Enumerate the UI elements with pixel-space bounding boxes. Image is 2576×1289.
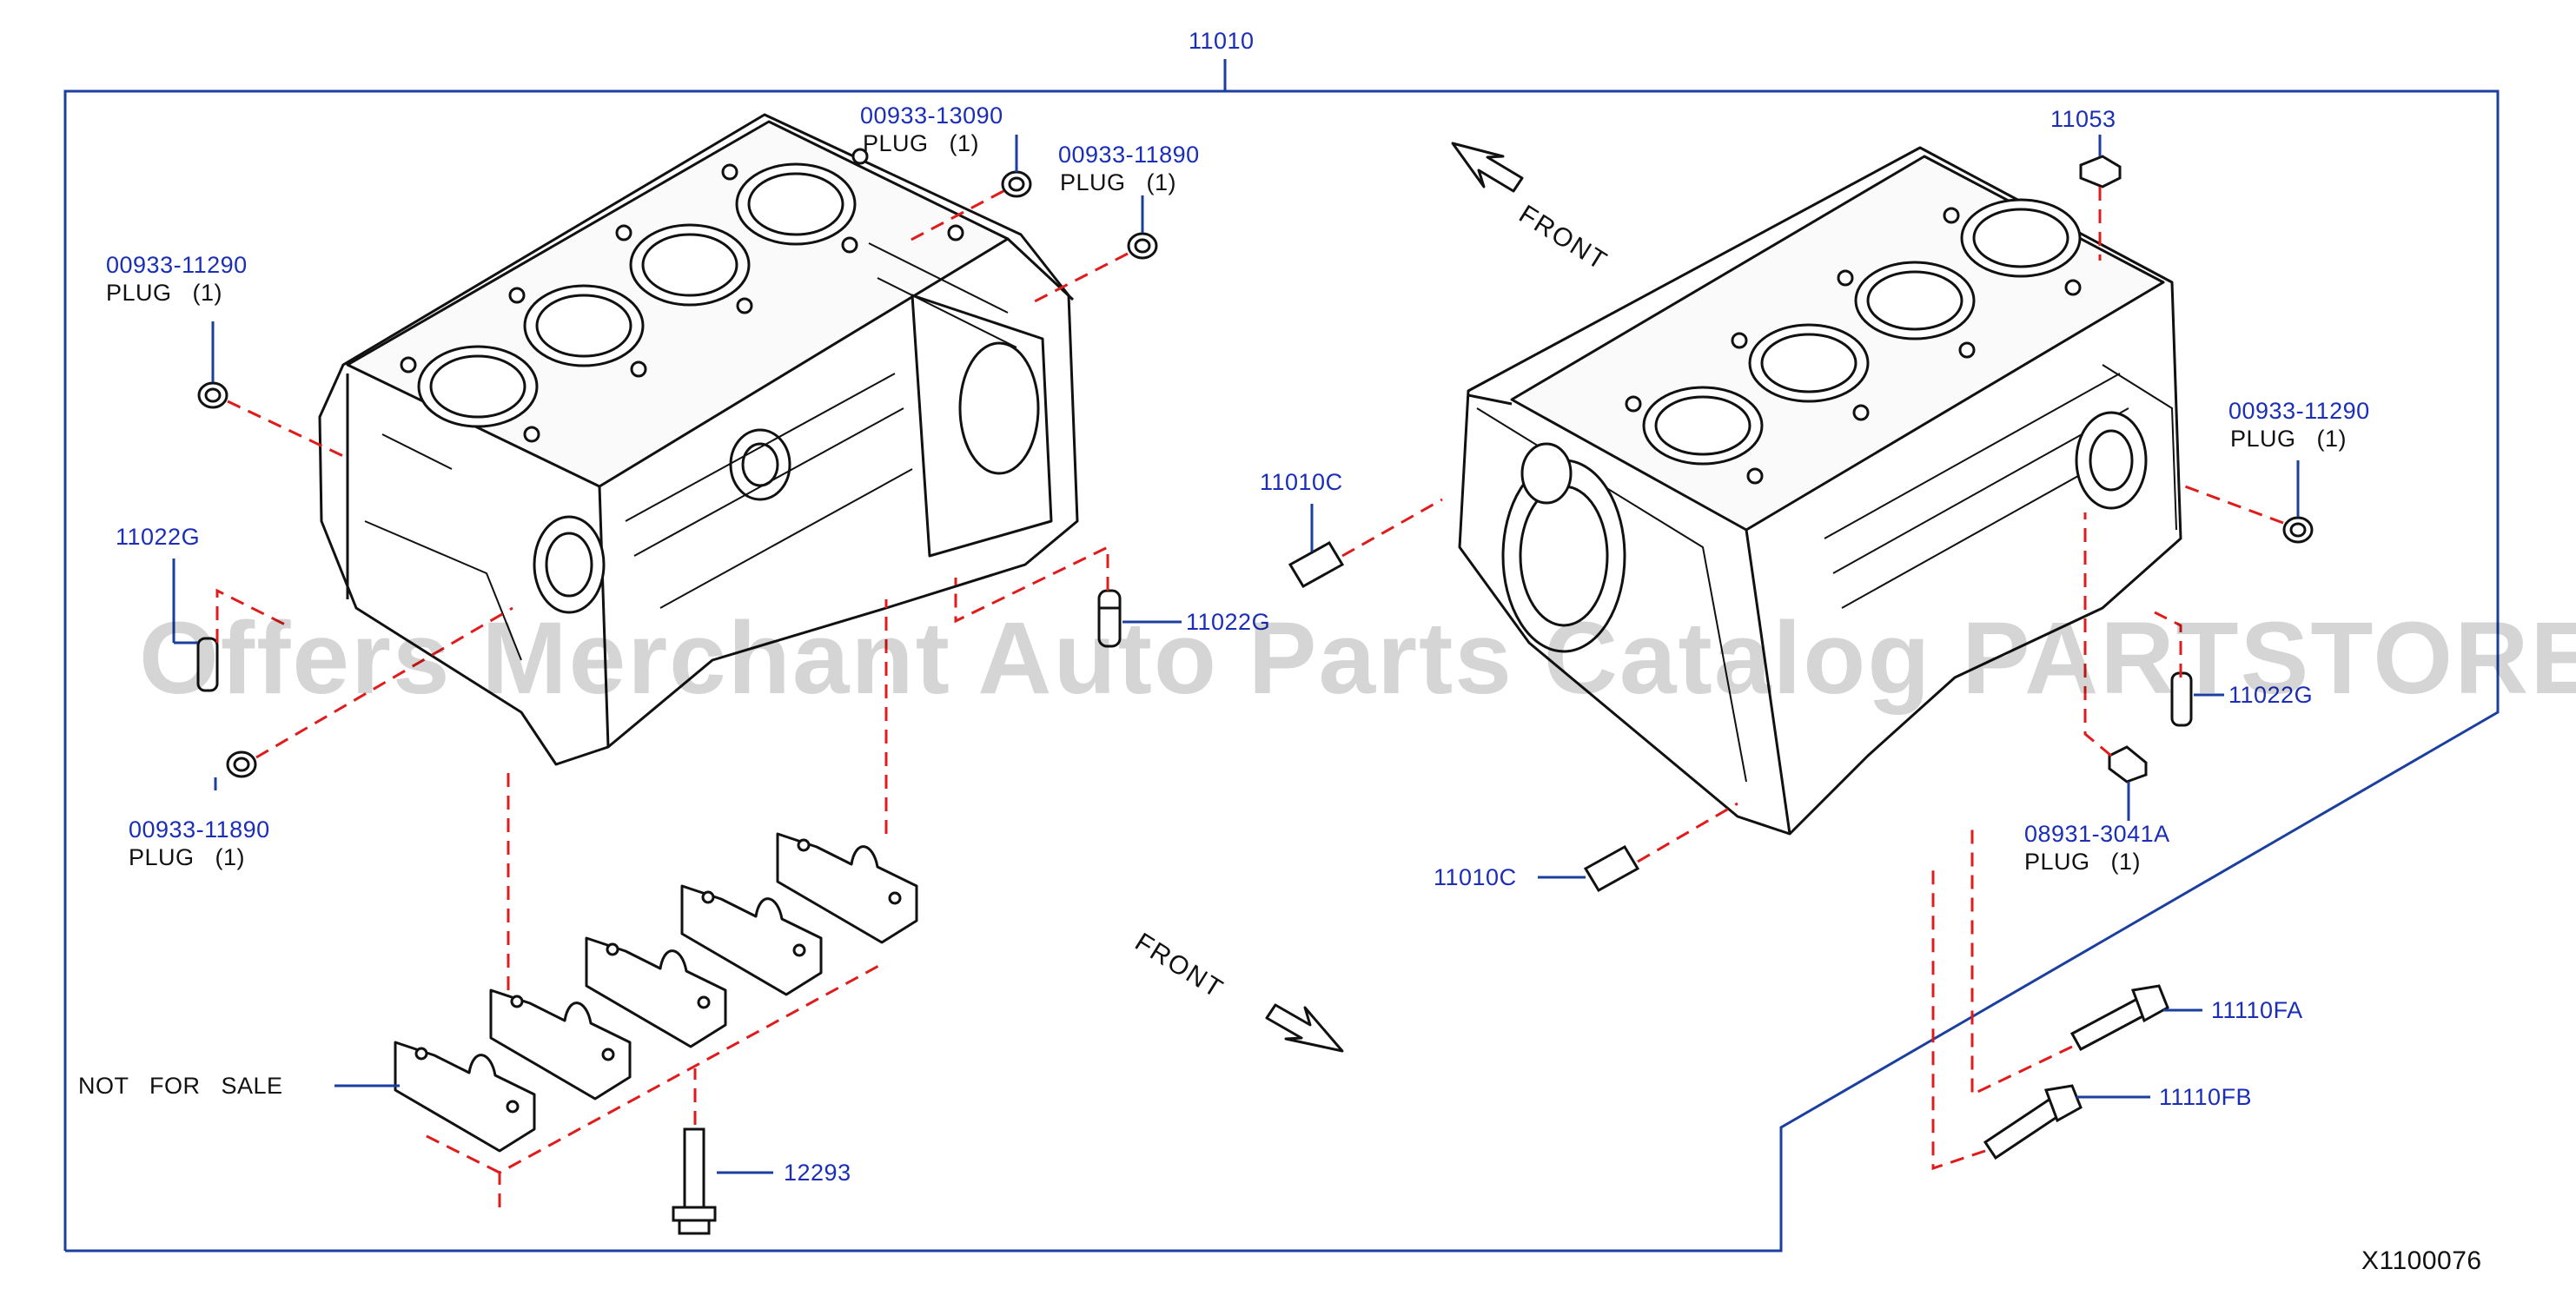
callout-part-number[interactable]: 11053 xyxy=(2050,106,2116,132)
callout-description: PLUG (1) xyxy=(129,844,246,870)
diagram-reference: X1100076 xyxy=(2361,1246,2482,1275)
callout-description: PLUG (1) xyxy=(1060,169,1177,195)
bolt-cap-part xyxy=(672,1127,717,1235)
bearing-cap-5 xyxy=(776,832,918,944)
assembly-part-number[interactable]: 11010 xyxy=(1189,28,1255,54)
callout-part-number[interactable]: 11022G xyxy=(116,524,201,550)
dowel-mid-part xyxy=(1097,589,1122,648)
callout-part-number[interactable]: 00933-11290 xyxy=(2228,398,2370,424)
bolt-fb-part xyxy=(1983,1084,2083,1160)
bearing-cap-2 xyxy=(489,988,632,1101)
not-for-sale-label: NOT FOR SALE xyxy=(78,1073,283,1099)
assembly-frame xyxy=(63,59,2500,1253)
watermark: Offers Merchant Auto Parts Catalog PARTS… xyxy=(139,601,2576,716)
callout-part-number[interactable]: 00933-11890 xyxy=(1058,142,1200,168)
callout-part-number[interactable]: 11022G xyxy=(1186,609,1271,635)
callout-part-number[interactable]: 12293 xyxy=(784,1160,851,1186)
plug-top-left-part xyxy=(1001,170,1032,198)
dowel-right-upper-part xyxy=(1288,540,1345,589)
callout-part-number[interactable]: 11110FB xyxy=(2159,1084,2253,1110)
callout-description: PLUG (1) xyxy=(2024,849,2142,875)
callout-part-number[interactable]: 11010C xyxy=(1260,469,1343,495)
dowel-right-lower-part xyxy=(1583,844,1640,893)
leader-lines xyxy=(172,135,2300,1174)
bearing-cap-3 xyxy=(585,936,727,1048)
bolt-fa-part xyxy=(2069,984,2169,1052)
callout-part-number[interactable]: 00933-11290 xyxy=(106,252,248,278)
callout-part-number[interactable]: 00933-13090 xyxy=(860,102,1003,129)
dowel-left-part xyxy=(196,637,219,692)
callout-part-number[interactable]: 08931-3041A xyxy=(2024,821,2170,847)
bearing-cap-4 xyxy=(680,884,823,996)
bearing-cap-1 xyxy=(394,1041,536,1153)
plug-right-bottom-part xyxy=(2108,745,2148,783)
callout-part-number[interactable]: 00933-11890 xyxy=(129,816,270,843)
callout-part-number[interactable]: 11110FA xyxy=(2211,997,2303,1023)
engine-block-right xyxy=(1458,146,2182,836)
callout-description: PLUG (1) xyxy=(106,280,223,306)
callout-description: PLUG (1) xyxy=(2230,426,2348,452)
plug-top-mid-part xyxy=(1127,232,1158,260)
callout-part-number[interactable]: 11010C xyxy=(1434,864,1517,890)
small-parts xyxy=(196,155,2314,1235)
callout-part-number[interactable]: 11022G xyxy=(2228,682,2314,708)
plug-left-upper-part xyxy=(197,381,228,409)
plug-left-lower-part xyxy=(226,750,257,778)
plug-right-top-part xyxy=(2079,155,2122,188)
front-arrow-top xyxy=(1451,142,1524,193)
engine-block-left xyxy=(318,113,1079,766)
plug-right-side-part xyxy=(2282,516,2314,544)
front-arrow-bottom xyxy=(1265,1003,1344,1053)
fitment-lines xyxy=(215,187,2284,1207)
main-bearing-caps xyxy=(394,832,918,1153)
callout-description: PLUG (1) xyxy=(863,130,980,156)
